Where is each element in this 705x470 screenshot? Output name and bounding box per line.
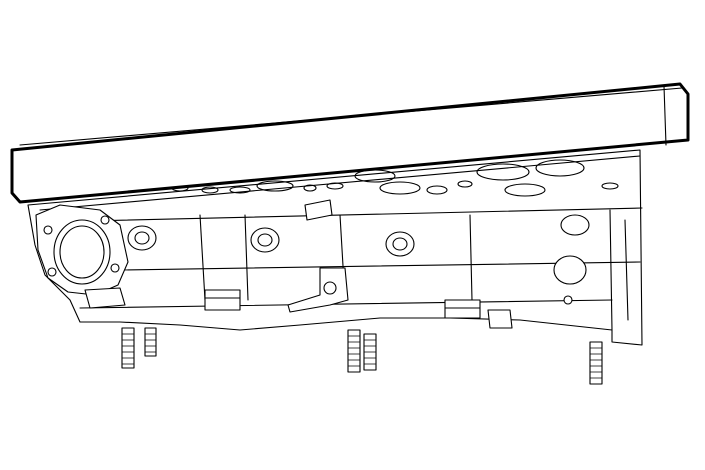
top-deck-ports xyxy=(171,159,619,197)
runner-necks xyxy=(204,289,513,329)
studs xyxy=(121,327,603,385)
stud-left-2 xyxy=(144,327,157,357)
stud-center-2 xyxy=(363,333,377,371)
plug-bosses xyxy=(127,214,590,305)
port-flange-left xyxy=(35,204,129,309)
stud-center-1 xyxy=(347,329,361,373)
camshaft-rail xyxy=(10,82,690,204)
stud-left-1 xyxy=(121,327,135,369)
cylinder-head-body xyxy=(27,149,643,346)
center-bracket xyxy=(287,199,349,313)
stud-right-1 xyxy=(589,341,603,385)
